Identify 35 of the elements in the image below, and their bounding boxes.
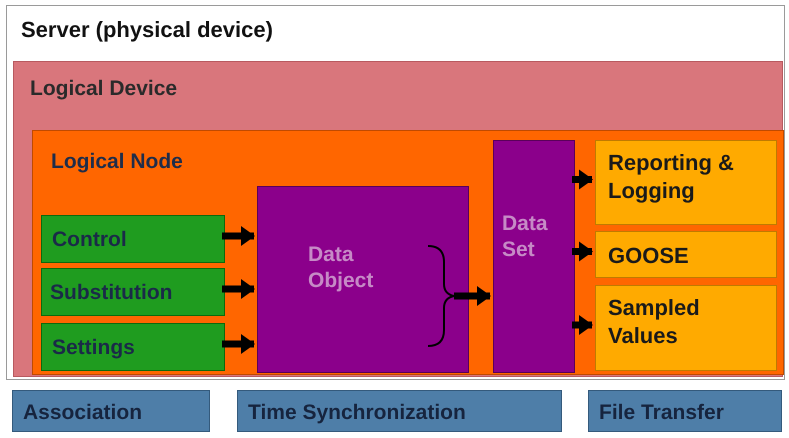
node-label: Time Synchronization bbox=[248, 400, 467, 426]
goose-box bbox=[595, 231, 777, 278]
server-panel bbox=[6, 5, 785, 380]
node-label: Control bbox=[52, 227, 128, 253]
arrow bbox=[222, 279, 255, 299]
node-label: Reporting & Logging bbox=[608, 149, 735, 204]
reporting-logging-box bbox=[595, 140, 777, 225]
node-label: Data Set bbox=[502, 211, 549, 264]
node-label: Substitution bbox=[50, 280, 174, 306]
data-set-box bbox=[493, 140, 575, 373]
arrow bbox=[572, 170, 593, 190]
node-label: Logical Device bbox=[30, 76, 178, 102]
arrow bbox=[222, 334, 255, 354]
node-label: Association bbox=[23, 400, 144, 426]
node-label: Settings bbox=[52, 335, 136, 361]
node-label: Logical Node bbox=[51, 149, 184, 175]
arrow bbox=[454, 286, 491, 306]
logical-node-panel bbox=[32, 130, 784, 375]
node-label: Sampled Values bbox=[608, 294, 701, 349]
data-object-box bbox=[257, 186, 469, 373]
node-label: GOOSE bbox=[608, 242, 690, 270]
settings-box bbox=[41, 323, 225, 371]
arrow bbox=[572, 315, 593, 335]
control-box bbox=[41, 215, 225, 263]
time-synchronization-box bbox=[237, 390, 562, 432]
sampled-values-box bbox=[595, 285, 777, 371]
node-label: Server (physical device) bbox=[21, 16, 274, 44]
arrow bbox=[572, 242, 593, 262]
arrow bbox=[222, 226, 255, 246]
substitution-box bbox=[41, 268, 225, 316]
node-label: File Transfer bbox=[599, 400, 725, 426]
node-label: Data Object bbox=[308, 242, 374, 294]
association-box bbox=[12, 390, 210, 432]
file-transfer-box bbox=[588, 390, 782, 432]
logical-device-panel bbox=[13, 61, 783, 377]
